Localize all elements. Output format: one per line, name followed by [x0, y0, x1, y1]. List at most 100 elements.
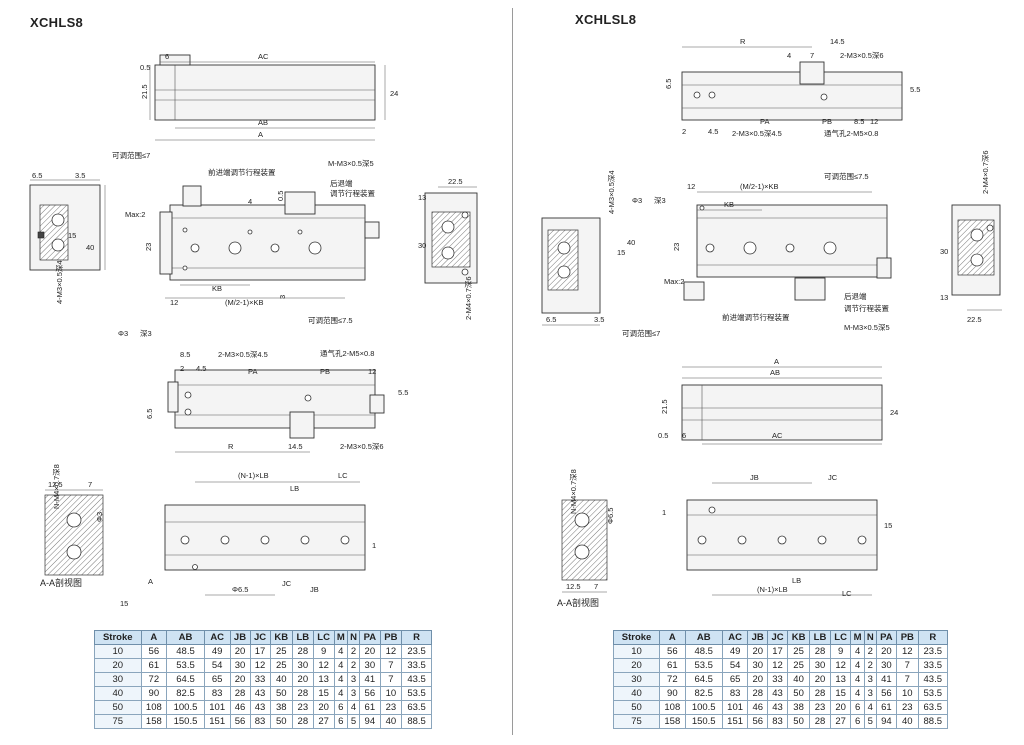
table-cell: 151 [203, 714, 231, 729]
table-cell: 56 [140, 644, 168, 659]
bottom-view: (N-1)×LB LB LC Φ6.5 JB JC A 1 15 [120, 471, 376, 608]
table-cell: 43 [249, 686, 271, 701]
label: 调节行程装置 [330, 188, 375, 198]
table-cell: 23 [291, 700, 314, 715]
label: Max:2 [664, 277, 684, 286]
table-cell: 5 [347, 714, 361, 729]
label: 40 [86, 243, 94, 252]
table-cell: 30 [809, 658, 831, 673]
section-view: 12.5 7 N-M4×0.7深8 Φ3 A-A剖视图 [40, 464, 104, 588]
table-cell: 20 [829, 700, 852, 715]
label: Φ6.5 [606, 508, 615, 524]
col-header: LB [291, 630, 314, 645]
table-cell: 20 [312, 700, 335, 715]
table-cell: 4 [850, 672, 865, 687]
table-cell: 23 [379, 700, 403, 715]
label: 6.5 [546, 315, 556, 324]
table-cell: 27 [312, 714, 335, 729]
label: 2-M3×0.5深6 [340, 442, 384, 451]
table-cell: 53.5 [917, 686, 948, 701]
table-cell: 64.5 [166, 672, 205, 687]
table-cell: 4 [347, 700, 361, 715]
label: Φ6.5 [232, 585, 248, 594]
label: JC [828, 473, 838, 482]
label: 5.5 [398, 388, 408, 397]
col-header: AC [203, 630, 231, 645]
table-cell: 48.5 [166, 644, 205, 659]
table-cell: 12 [249, 658, 271, 673]
label: M-M3×0.5深5 [844, 323, 890, 332]
table-cell: 20 [809, 672, 831, 687]
label: 15 [120, 599, 128, 608]
table-cell: 30 [612, 672, 661, 687]
table-cell: 20 [875, 644, 898, 659]
spec-table-right: Stroke A AB AC JB JC KB LB LC M N PA PB … [612, 630, 948, 729]
label: 前进端调节行程装置 [208, 167, 276, 177]
table-cell: 33.5 [401, 658, 432, 673]
table-cell: 72 [659, 672, 686, 687]
label: 深3 [140, 329, 152, 338]
bottom-view: JB JC (N-1)×LB LB LC 15 1 [662, 473, 892, 598]
label: 4 [248, 197, 252, 206]
table-cell: 33.5 [917, 658, 948, 673]
table-cell: 53.5 [401, 686, 432, 701]
label: 2-M3×0.5深4.5 [732, 129, 782, 138]
table-cell: 15 [829, 686, 852, 701]
table-cell: 40 [379, 714, 403, 729]
drawing-title-right: XCHLSL8 [575, 12, 637, 27]
label: PB [320, 367, 330, 376]
label: 5.5 [910, 85, 920, 94]
col-header: JB [747, 630, 769, 645]
front-view: Max:2 23 KB (M/2-1)×KB 12 Φ3 深3 3 4 0.5 … [118, 185, 380, 338]
col-header: Stroke [612, 630, 661, 645]
table-cell: 30 [291, 658, 314, 673]
table-cell: 28 [809, 644, 831, 659]
label: 1 [662, 508, 666, 517]
table-cell: 6 [850, 714, 865, 729]
table-cell: 40 [786, 672, 811, 687]
table-cell: 4 [333, 672, 349, 687]
label: 15 [617, 248, 625, 257]
table-cell: 56 [659, 644, 686, 659]
col-header: LB [809, 630, 831, 645]
label: KB [724, 200, 734, 209]
label: 可调范围≤7 [112, 150, 150, 160]
table-cell: 23 [896, 700, 919, 715]
label: 深3 [654, 196, 666, 205]
table-cell: 94 [875, 714, 898, 729]
table-cell: 49 [721, 644, 749, 659]
label: 6 [165, 52, 169, 61]
label: 3 [278, 295, 287, 299]
label: 6.5 [664, 79, 673, 89]
label: 30 [940, 247, 948, 256]
col-header: LC [312, 630, 335, 645]
table-cell: 20 [612, 658, 661, 673]
table-cell: 20 [94, 658, 142, 673]
table-cell: 10 [94, 644, 142, 659]
col-header: KB [269, 630, 293, 645]
label: 24 [390, 89, 398, 98]
table-cell: 4 [850, 658, 865, 673]
label: 22.5 [448, 177, 463, 186]
label: 6.5 [32, 171, 42, 180]
table-cell: 56 [875, 686, 898, 701]
table-cell: 50 [786, 686, 811, 701]
label: 4.5 [196, 364, 206, 373]
table-cell: 90 [140, 686, 168, 701]
table-cell: 5 [863, 714, 877, 729]
table-cell: 43.5 [917, 672, 948, 687]
table-cell: 100.5 [166, 700, 205, 715]
label: A [258, 130, 263, 139]
table-cell: 40 [94, 686, 142, 701]
table-cell: 100.5 [684, 700, 723, 715]
page-divider [512, 8, 513, 735]
table-cell: 28 [809, 686, 831, 701]
label: (N-1)×LB [238, 471, 269, 480]
table-cell: 158 [140, 714, 168, 729]
table-cell: 108 [140, 700, 168, 715]
label: KB [212, 284, 222, 293]
label: PB [822, 117, 832, 126]
table-header-row: Stroke A AB AC JB JC KB LB LC M N PA PB … [94, 630, 432, 645]
label: AB [258, 118, 268, 127]
table-cell: 3 [347, 686, 361, 701]
